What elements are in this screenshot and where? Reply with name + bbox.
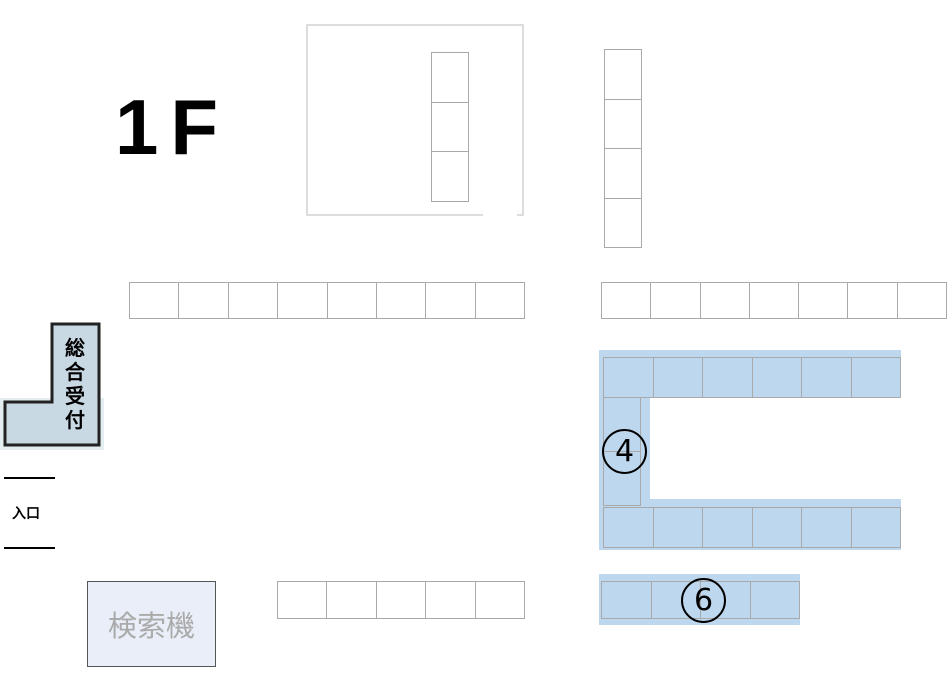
shelf-cell[interactable]: [601, 581, 652, 619]
shelf-cell[interactable]: [327, 282, 377, 319]
shelf-cell[interactable]: [475, 581, 526, 619]
floor-label: 1F: [115, 83, 231, 171]
shelf-area-4-top[interactable]: [603, 357, 901, 398]
shelf-cell[interactable]: [653, 357, 703, 398]
shelf-cell[interactable]: [802, 507, 852, 548]
shelf-cell[interactable]: [752, 507, 802, 548]
shelf-cell[interactable]: [426, 581, 476, 619]
search-kiosk-label: 検索機: [107, 609, 195, 643]
shelf-cell[interactable]: [703, 357, 753, 398]
shelf-cell[interactable]: [799, 282, 849, 319]
shelf-cell[interactable]: [700, 282, 750, 319]
shelf-cell[interactable]: [749, 282, 800, 319]
shelf-bottom-row[interactable]: [277, 581, 526, 619]
shelf-area-4-bottom[interactable]: [603, 507, 901, 548]
shelf-cell[interactable]: [897, 282, 947, 319]
shelf-cell[interactable]: [604, 198, 642, 248]
shelf-cell[interactable]: [802, 357, 852, 398]
shelf-cell[interactable]: [651, 282, 701, 319]
shelf-cell[interactable]: [278, 282, 328, 319]
shelf-cell[interactable]: [129, 282, 180, 319]
shelf-cell[interactable]: [752, 357, 802, 398]
entrance-line-bottom: [4, 547, 55, 549]
reception-shape: [3, 322, 101, 447]
shelf-cell[interactable]: [603, 357, 654, 398]
shelf-cell[interactable]: [179, 282, 229, 319]
shelf-cell[interactable]: [431, 52, 469, 103]
shelf-cell[interactable]: [431, 102, 469, 153]
shelf-cell[interactable]: [228, 282, 279, 319]
shelf-cell[interactable]: [376, 581, 427, 619]
shelf-cell[interactable]: [376, 282, 427, 319]
shelf-cell[interactable]: [327, 581, 377, 619]
shelf-left-row[interactable]: [129, 282, 525, 319]
shelf-right-column[interactable]: [604, 49, 642, 248]
room-outline: [306, 24, 524, 216]
shelf-cell[interactable]: [604, 49, 642, 100]
room-doorway: [483, 212, 517, 216]
shelf-cell[interactable]: [277, 581, 328, 619]
shelf-cell[interactable]: [604, 149, 642, 199]
shelf-cell[interactable]: [750, 581, 800, 619]
shelf-cell[interactable]: [603, 507, 654, 548]
shelf-cell[interactable]: [475, 282, 525, 319]
reception-label: 総合受付: [65, 336, 85, 432]
shelf-cell[interactable]: [604, 99, 642, 149]
shelf-cell[interactable]: [851, 507, 901, 548]
entrance-label: 入口: [12, 506, 40, 522]
area-4-inner: [650, 398, 901, 499]
shelf-cell[interactable]: [431, 152, 469, 203]
shelf-cell[interactable]: [703, 507, 753, 548]
reception-desk[interactable]: [0, 320, 104, 450]
shelf-cell[interactable]: [848, 282, 898, 319]
entrance-line-top: [4, 477, 55, 479]
search-kiosk[interactable]: 検索機: [87, 581, 216, 667]
shelf-cell[interactable]: [426, 282, 476, 319]
area-number-6[interactable]: 6: [681, 578, 726, 623]
shelf-right-row[interactable]: [601, 282, 947, 319]
shelf-cell[interactable]: [653, 507, 703, 548]
shelf-cell[interactable]: [601, 282, 652, 319]
shelf-room-column[interactable]: [431, 52, 469, 203]
area-number-4[interactable]: 4: [602, 429, 647, 474]
shelf-cell[interactable]: [851, 357, 901, 398]
